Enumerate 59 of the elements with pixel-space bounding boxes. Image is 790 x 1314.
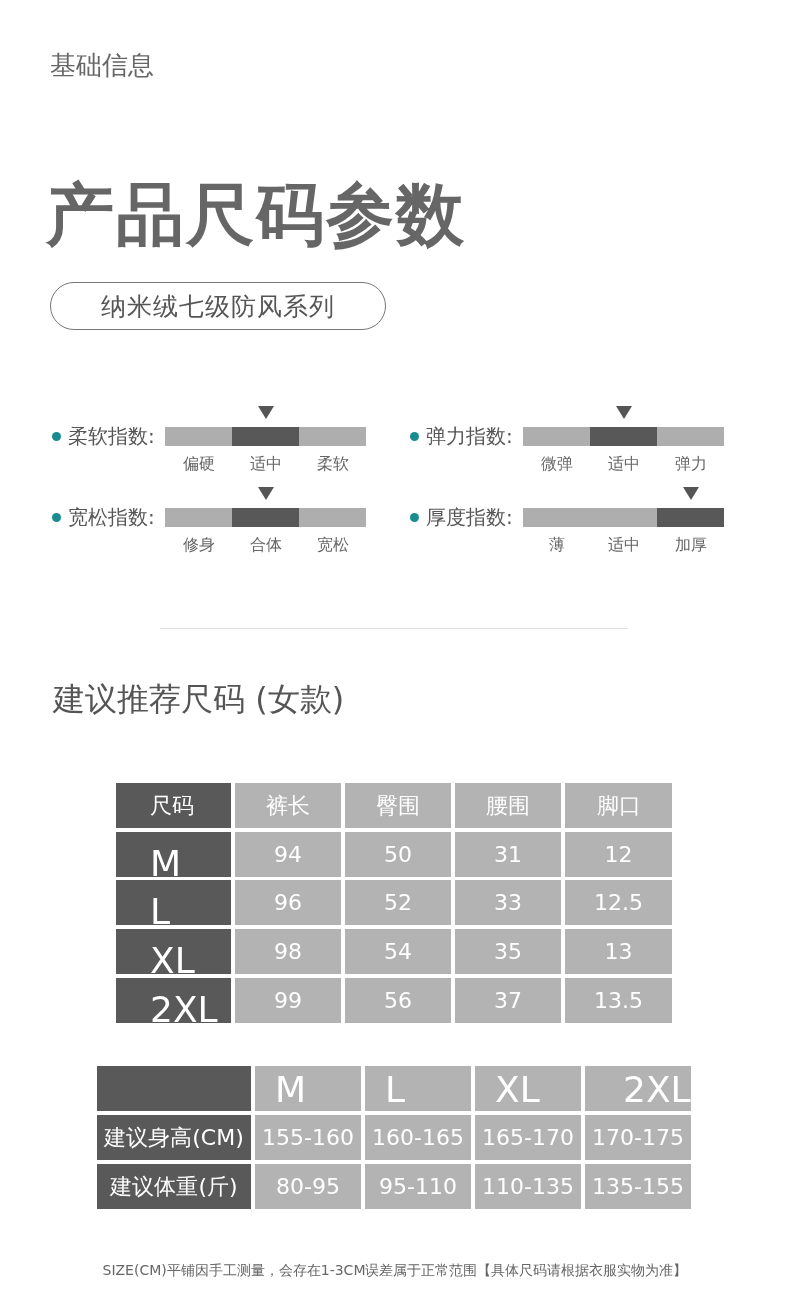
row-header-cell: 建议身高(CM) <box>97 1115 251 1160</box>
page-title: 产品尺码参数 <box>46 174 466 256</box>
section-heading: 建议推荐尺码 (女款) <box>53 679 345 720</box>
table-cell: 33 <box>455 880 561 925</box>
size-cell: L <box>116 880 231 925</box>
table-cell: 95-110 <box>365 1164 471 1209</box>
table-header-cell: 腰围 <box>455 783 561 828</box>
table-cell: 31 <box>455 832 561 877</box>
table-cell: 98 <box>235 929 341 974</box>
table-cell: 52 <box>345 880 451 925</box>
table-header-cell: M <box>255 1066 361 1111</box>
scale-label: 微弹 <box>539 454 574 475</box>
table-cell: 96 <box>235 880 341 925</box>
table-cell: 12.5 <box>565 880 672 925</box>
scale-label: 适中 <box>606 535 641 556</box>
table-header-cell: 裤长 <box>235 783 341 828</box>
indicator-label: 宽松指数: <box>68 504 155 531</box>
table-cell: 13 <box>565 929 672 974</box>
section-label: 基础信息 <box>50 49 154 82</box>
scale-label: 适中 <box>248 454 283 475</box>
table-header-cell: 2XL <box>585 1066 691 1111</box>
footnote: SIZE(CM)平铺因手工测量，会存在1-3CM误差属于正常范围【具体尺码请根据衣服实物为准】 <box>101 1262 689 1280</box>
indicator-label: 厚度指数: <box>426 504 513 531</box>
size-cell: XL <box>116 929 231 974</box>
table-cell: 50 <box>345 832 451 877</box>
scale-label: 宽松 <box>315 535 350 556</box>
size-cell: 2XL <box>116 978 231 1023</box>
table-cell: 80-95 <box>255 1164 361 1209</box>
table-cell: 170-175 <box>585 1115 691 1160</box>
row-header-cell: 建议体重(斤) <box>97 1164 251 1209</box>
scale-label: 偏硬 <box>181 454 216 475</box>
table-cell: 54 <box>345 929 451 974</box>
table-cell: 35 <box>455 929 561 974</box>
table-cell: 13.5 <box>565 978 672 1023</box>
table-cell: 165-170 <box>475 1115 581 1160</box>
table-header-cell: XL <box>475 1066 581 1111</box>
size-cell: M <box>116 832 231 877</box>
table-cell: 12 <box>565 832 672 877</box>
scale-label: 适中 <box>606 454 641 475</box>
table-header-cell: 尺码 <box>116 783 231 828</box>
table-cell: 155-160 <box>255 1115 361 1160</box>
scale-label: 薄 <box>547 535 566 556</box>
indicator-label: 弹力指数: <box>426 423 513 450</box>
table-cell: 37 <box>455 978 561 1023</box>
table-cell: 99 <box>235 978 341 1023</box>
indicator-label: 柔软指数: <box>68 423 155 450</box>
table-header-cell: 脚口 <box>565 783 672 828</box>
scale-label: 弹力 <box>673 454 708 475</box>
scale-label: 合体 <box>248 535 283 556</box>
table-cell: 94 <box>235 832 341 877</box>
scale-label: 加厚 <box>673 535 708 556</box>
table-cell: 135-155 <box>585 1164 691 1209</box>
scale-label: 柔软 <box>315 454 350 475</box>
scale-label: 修身 <box>181 535 216 556</box>
table-header-cell: L <box>365 1066 471 1111</box>
table-cell: 56 <box>345 978 451 1023</box>
table-header-cell: 臀围 <box>345 783 451 828</box>
table-cell: 160-165 <box>365 1115 471 1160</box>
table-cell: 110-135 <box>475 1164 581 1209</box>
